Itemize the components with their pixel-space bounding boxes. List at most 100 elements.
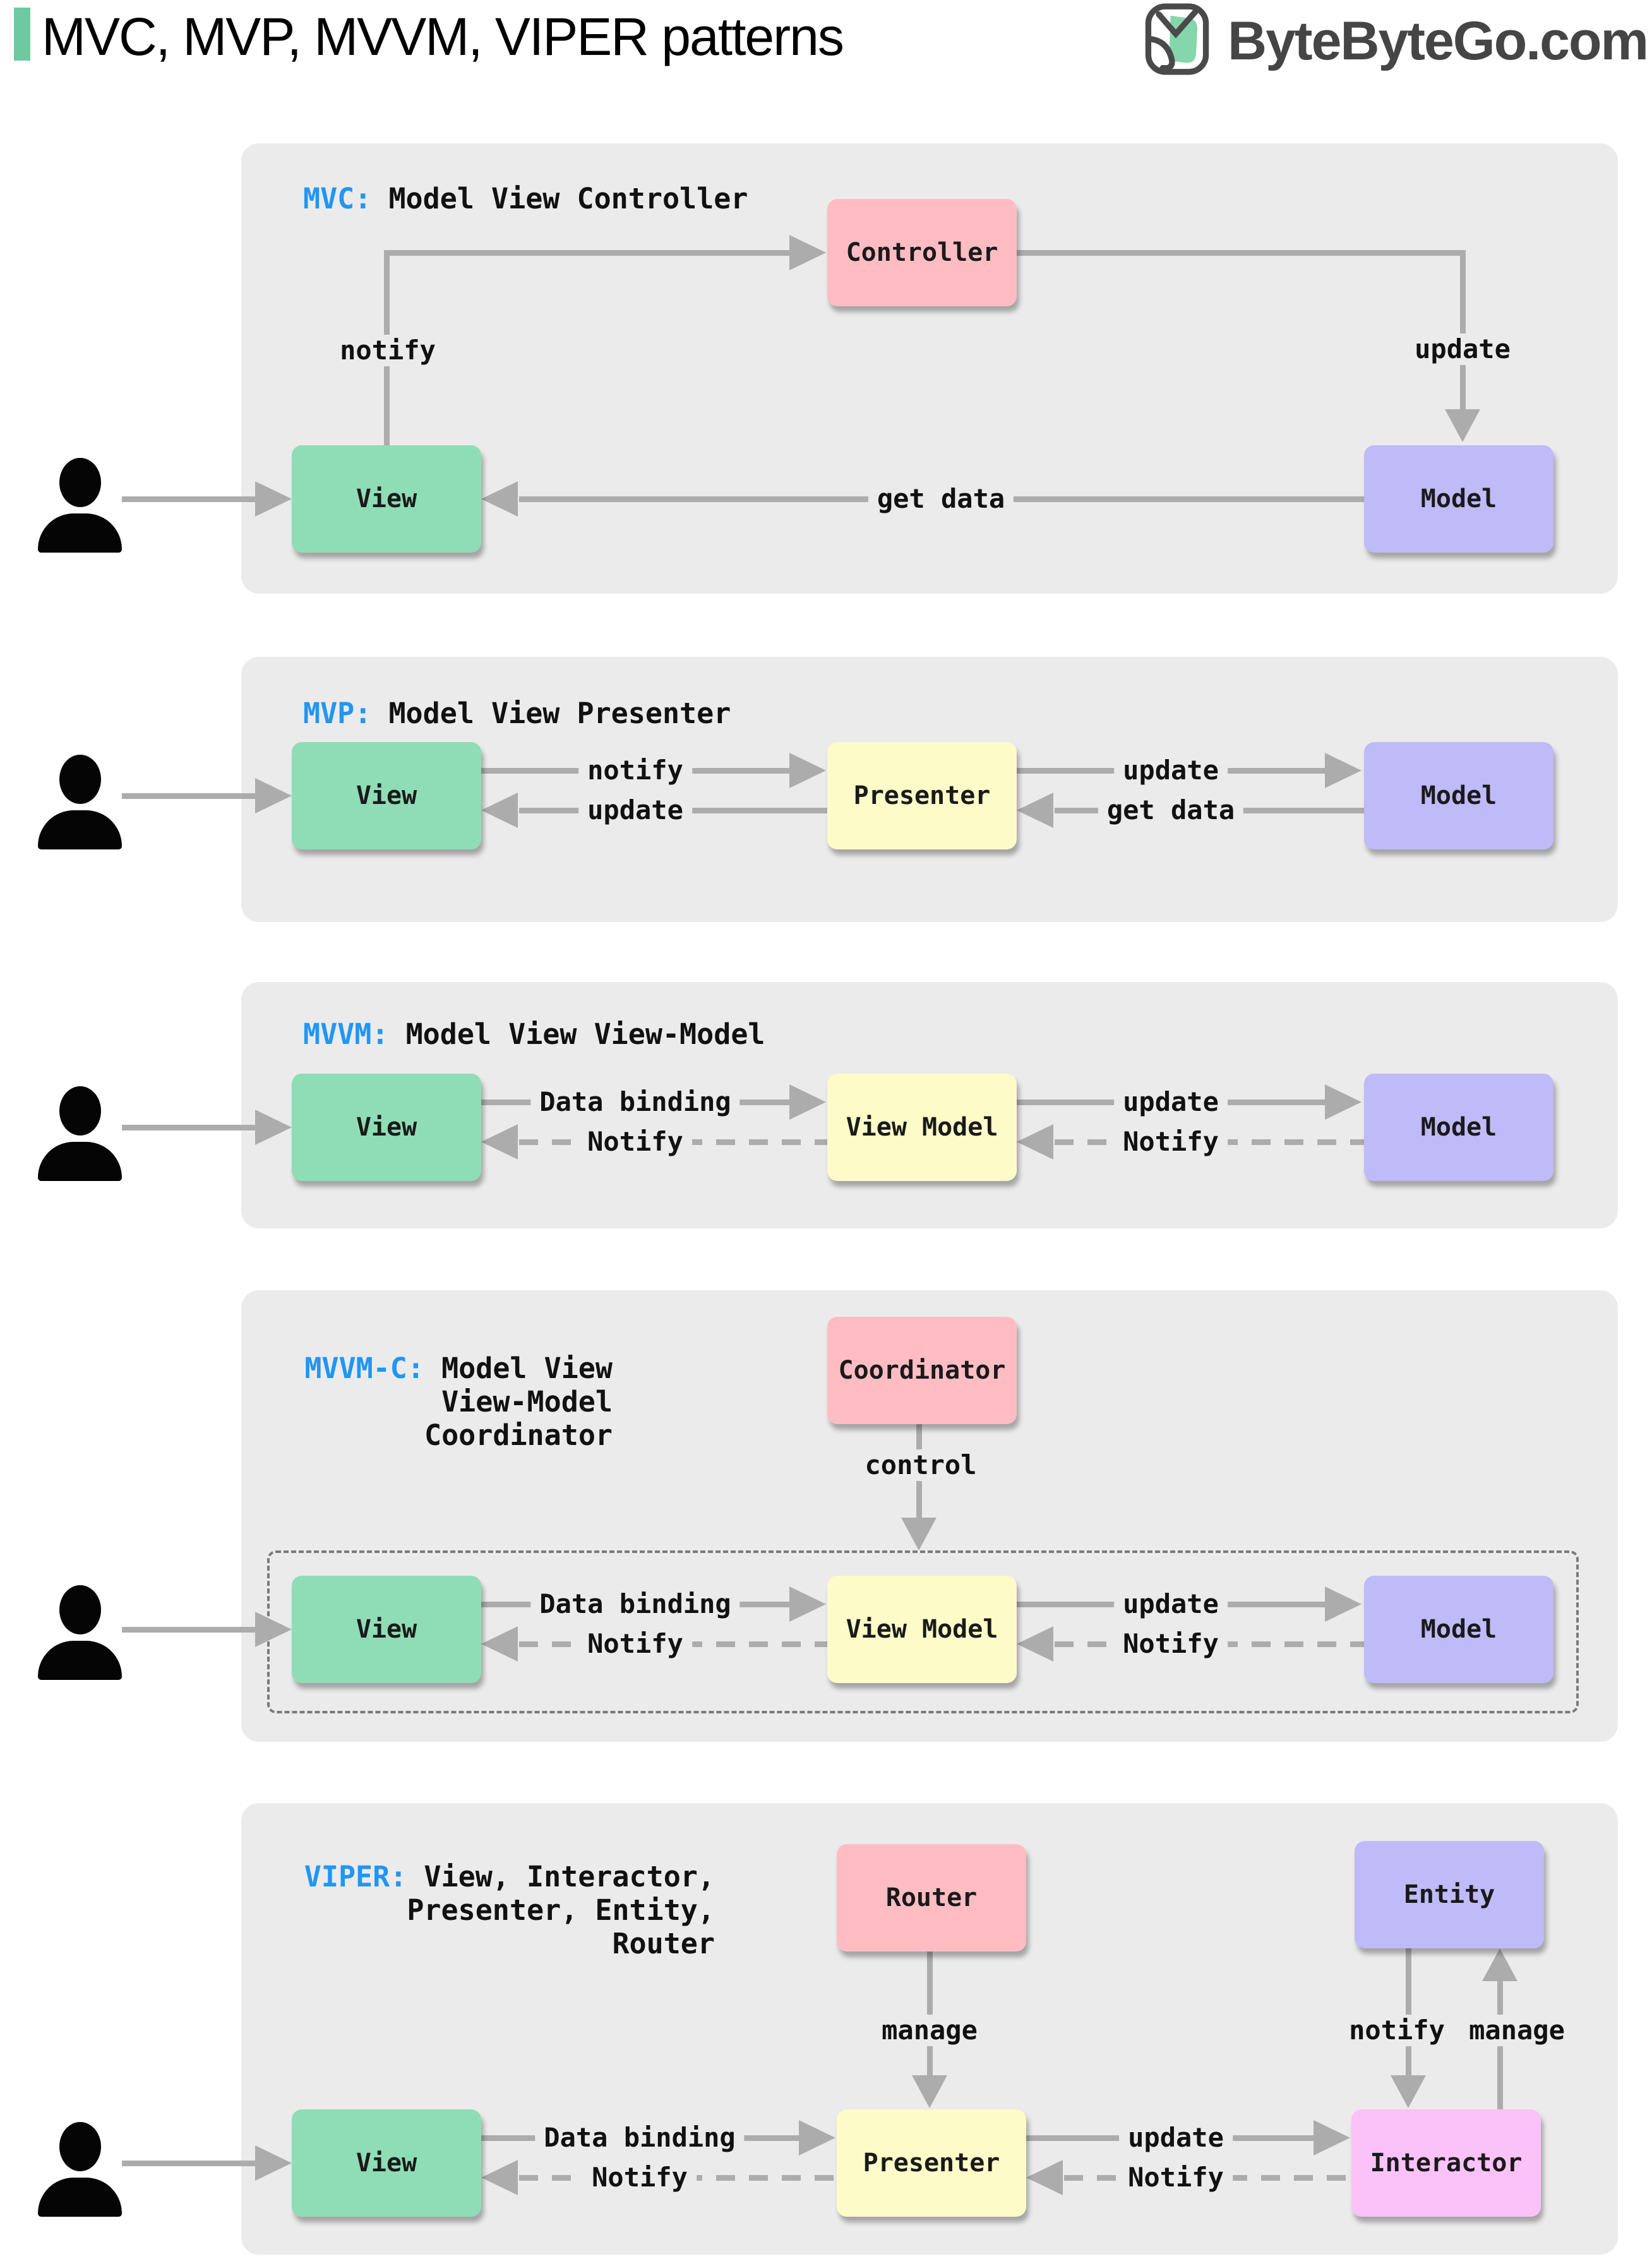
mvvm-user-icon [38, 1086, 122, 1181]
mvvm-notify-vm-arrowhead [1017, 1124, 1053, 1160]
mvc-model-box: Model [1364, 445, 1553, 553]
mvp-presenter-box: Presenter [827, 742, 1017, 849]
mvp-update-view-label: update [578, 794, 692, 826]
page-title: MVC, MVP, MVVM, VIPER patterns [42, 7, 844, 66]
user-body-icon [38, 1641, 122, 1680]
mvc-abbr: MVC: [303, 182, 372, 215]
mvvm-notify-view-label: Notify [578, 1126, 692, 1158]
mvvm-c-view-box: View [292, 1576, 481, 1683]
viper-title-line2: Presenter, Entity, [407, 1893, 715, 1927]
mvvm-c-title-line1: MVVM-C: Model View [297, 1352, 613, 1385]
mvvm-user-arrowhead [255, 1110, 292, 1145]
mvp-notify-label: notify [578, 755, 692, 786]
mvc-user-icon [38, 458, 122, 553]
mvc-user-arrow-line [122, 496, 255, 502]
viper-notify-entity-label: notify [1340, 2015, 1454, 2046]
user-head-icon [59, 1086, 101, 1136]
mvp-notify-arrowhead [789, 753, 826, 788]
mvp-user-icon [38, 755, 122, 849]
mvvm-title-text: Model View View-Model [405, 1017, 765, 1051]
viper-abbr: VIPER: [304, 1860, 407, 1893]
viper-presenter-box: Presenter [837, 2109, 1026, 2217]
viper-manage-router-line [927, 1951, 933, 2077]
mvvm-c-coordinator-box: Coordinator [827, 1317, 1017, 1424]
mvvm-c-title-line3: Coordinator [424, 1418, 613, 1452]
user-body-icon [38, 1142, 122, 1181]
mvp-section-title: MVP: Model View Presenter [303, 697, 731, 730]
mvvm-c-model-box: Model [1364, 1576, 1553, 1683]
viper-manage-router-arrowhead [912, 2075, 947, 2108]
mvvm-c-title-text1: Model View [441, 1352, 613, 1385]
mvvm-c-databinding-label: Data binding [530, 1588, 740, 1620]
mvvm-model-box: Model [1364, 1074, 1553, 1181]
mvvm-section-title: MVVM: Model View View-Model [303, 1017, 765, 1051]
bytebytego-logo-icon [1145, 3, 1209, 75]
mvvm-c-update-arrowhead [1325, 1586, 1362, 1622]
mvc-view-box: View [292, 445, 481, 553]
mvc-update-line-vertical [1460, 250, 1466, 409]
mvp-update-model-arrowhead [1325, 753, 1362, 788]
mvp-getdata-arrowhead [1017, 793, 1053, 828]
user-head-icon [59, 1585, 101, 1634]
viper-databinding-arrowhead [799, 2120, 835, 2155]
user-body-icon [38, 2178, 122, 2217]
viper-notify-view-arrowhead [481, 2160, 518, 2195]
mvc-update-label: update [1406, 333, 1519, 365]
mvvm-user-arrow-line [122, 1125, 255, 1130]
mvp-title-text: Model View Presenter [388, 697, 731, 730]
mvc-user-arrowhead [255, 481, 292, 517]
viper-title-line3: Router [612, 1927, 715, 1960]
mvc-update-arrowhead [1445, 409, 1480, 442]
viper-manage-entity-arrowhead [1482, 1948, 1517, 1981]
mvvm-notify-view-arrowhead [481, 1124, 518, 1160]
mvvm-c-notify-view-label: Notify [578, 1628, 692, 1660]
mvp-user-arrowhead [255, 778, 292, 813]
viper-router-box: Router [837, 1844, 1026, 1951]
mvc-update-line-horizontal [1017, 250, 1466, 256]
mvc-section-title: MVC: Model View Controller [303, 182, 748, 215]
mvc-notify-label: notify [331, 335, 445, 366]
viper-user-arrow-line [122, 2161, 255, 2166]
mvc-getdata-label: get data [868, 483, 1014, 515]
mvvm-update-arrowhead [1325, 1084, 1362, 1120]
mvvm-abbr: MVVM: [303, 1017, 389, 1051]
user-head-icon [59, 2122, 101, 2171]
title-accent-bar [14, 8, 30, 61]
viper-user-icon [38, 2122, 122, 2217]
mvp-update-view-arrowhead [481, 793, 518, 828]
viper-interactor-box: Interactor [1351, 2109, 1541, 2217]
mvvm-update-label: update [1114, 1086, 1228, 1118]
bytebytego-brand-text: ByteByteGo.com [1228, 11, 1649, 71]
mvp-update-model-label: update [1114, 755, 1228, 786]
viper-title-text1: View, Interactor, [424, 1860, 715, 1893]
mvvm-databinding-label: Data binding [530, 1086, 740, 1118]
viper-notify-presenter-arrowhead [1026, 2160, 1063, 2195]
viper-entity-box: Entity [1355, 1841, 1544, 1948]
mvvm-notify-vm-label: Notify [1114, 1126, 1228, 1158]
viper-user-arrowhead [255, 2145, 292, 2181]
viper-notify-entity-arrowhead [1391, 2075, 1426, 2108]
viper-manage-entity-label: manage [1460, 2015, 1574, 2046]
user-body-icon [38, 810, 122, 849]
mvvm-c-user-arrow-line [122, 1627, 255, 1633]
mvp-user-arrow-line [122, 793, 255, 799]
mvvm-c-notify-vm-arrowhead [1017, 1626, 1053, 1662]
user-head-icon [59, 755, 101, 804]
mvvm-c-control-label: control [856, 1449, 986, 1481]
mvvm-c-title-line2: View-Model [441, 1385, 613, 1418]
mvvm-view-box: View [292, 1074, 481, 1181]
mvvm-c-databinding-arrowhead [789, 1586, 826, 1622]
mvvm-c-user-arrowhead [255, 1612, 292, 1647]
viper-title-line1: VIPER: View, Interactor, [297, 1860, 715, 1893]
mvvm-c-control-arrowhead [901, 1518, 937, 1550]
mvp-getdata-label: get data [1098, 794, 1244, 826]
mvvm-c-update-label: update [1114, 1588, 1228, 1620]
mvvm-viewmodel-box: View Model [827, 1074, 1017, 1181]
viper-section-title: VIPER: View, Interactor, Presenter, Enti… [297, 1860, 715, 1960]
mvc-notify-arrowhead [789, 235, 826, 270]
mvvm-c-user-icon [38, 1585, 122, 1680]
mvvm-c-notify-vm-label: Notify [1114, 1628, 1228, 1660]
mvvm-c-notify-view-arrowhead [481, 1626, 518, 1662]
viper-view-box: View [292, 2109, 481, 2217]
